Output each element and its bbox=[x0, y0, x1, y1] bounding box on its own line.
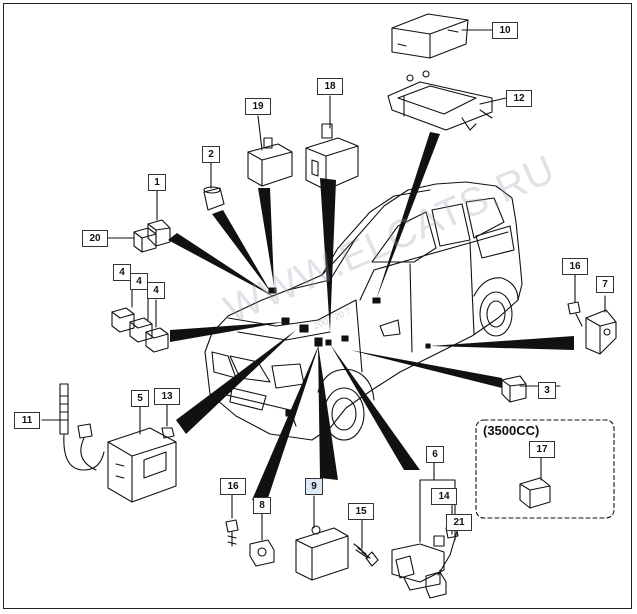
pointer-wedges bbox=[168, 132, 574, 504]
callout-17[interactable]: 17 bbox=[529, 441, 555, 458]
part-16-bolt-right[interactable] bbox=[567, 301, 583, 327]
part-21-connector[interactable] bbox=[425, 571, 447, 599]
part-8-sensor[interactable] bbox=[249, 539, 275, 567]
part-20-relay[interactable] bbox=[133, 227, 157, 253]
callout-18[interactable]: 18 bbox=[317, 78, 343, 95]
part-18-relay-module[interactable] bbox=[305, 123, 359, 191]
callout-16-right[interactable]: 16 bbox=[562, 258, 588, 275]
callout-20[interactable]: 20 bbox=[82, 230, 108, 247]
vehicle-illustration bbox=[204, 181, 523, 441]
callout-2[interactable]: 2 bbox=[202, 146, 220, 163]
part-9-module[interactable] bbox=[295, 525, 349, 581]
callout-7[interactable]: 7 bbox=[596, 276, 614, 293]
part-16-bolt-left[interactable] bbox=[225, 519, 239, 547]
part-7-sensor[interactable] bbox=[585, 309, 617, 355]
callout-5[interactable]: 5 bbox=[131, 390, 149, 407]
part-17-relay[interactable] bbox=[519, 477, 551, 509]
callout-4a[interactable]: 4 bbox=[113, 264, 131, 281]
callout-13[interactable]: 13 bbox=[154, 388, 180, 405]
callout-4c[interactable]: 4 bbox=[147, 282, 165, 299]
part-19-relay-module[interactable] bbox=[247, 137, 293, 187]
part-15-bolt[interactable] bbox=[353, 543, 379, 567]
variant-label: (3500CC) bbox=[481, 423, 542, 438]
callout-3[interactable]: 3 bbox=[538, 382, 556, 399]
part-10-module[interactable] bbox=[391, 13, 469, 59]
callout-15[interactable]: 15 bbox=[348, 503, 374, 520]
callout-6[interactable]: 6 bbox=[426, 446, 444, 463]
callout-21[interactable]: 21 bbox=[446, 514, 472, 531]
part-13-nut[interactable] bbox=[161, 427, 175, 439]
part-4-relays[interactable] bbox=[111, 307, 169, 353]
part-3-relay[interactable] bbox=[501, 375, 527, 403]
callout-19[interactable]: 19 bbox=[245, 98, 271, 115]
part-12-bracket[interactable] bbox=[387, 70, 493, 131]
part-1-relay[interactable] bbox=[147, 219, 171, 247]
part-11-sensor-cable[interactable] bbox=[59, 383, 105, 471]
callout-9[interactable]: 9 bbox=[305, 478, 323, 495]
diagram-frame bbox=[3, 3, 632, 609]
callout-14[interactable]: 14 bbox=[431, 488, 457, 505]
callout-16-left[interactable]: 16 bbox=[220, 478, 246, 495]
callout-1[interactable]: 1 bbox=[148, 174, 166, 191]
callout-4b[interactable]: 4 bbox=[130, 273, 148, 290]
callout-12[interactable]: 12 bbox=[506, 90, 532, 107]
callout-11[interactable]: 11 bbox=[14, 412, 40, 429]
part-6-bracket-assembly[interactable] bbox=[391, 535, 445, 591]
part-5-control-module[interactable] bbox=[107, 427, 177, 503]
callout-10[interactable]: 10 bbox=[492, 22, 518, 39]
part-2-switch[interactable] bbox=[203, 186, 225, 211]
variant-box bbox=[475, 419, 615, 519]
callout-8[interactable]: 8 bbox=[253, 497, 271, 514]
